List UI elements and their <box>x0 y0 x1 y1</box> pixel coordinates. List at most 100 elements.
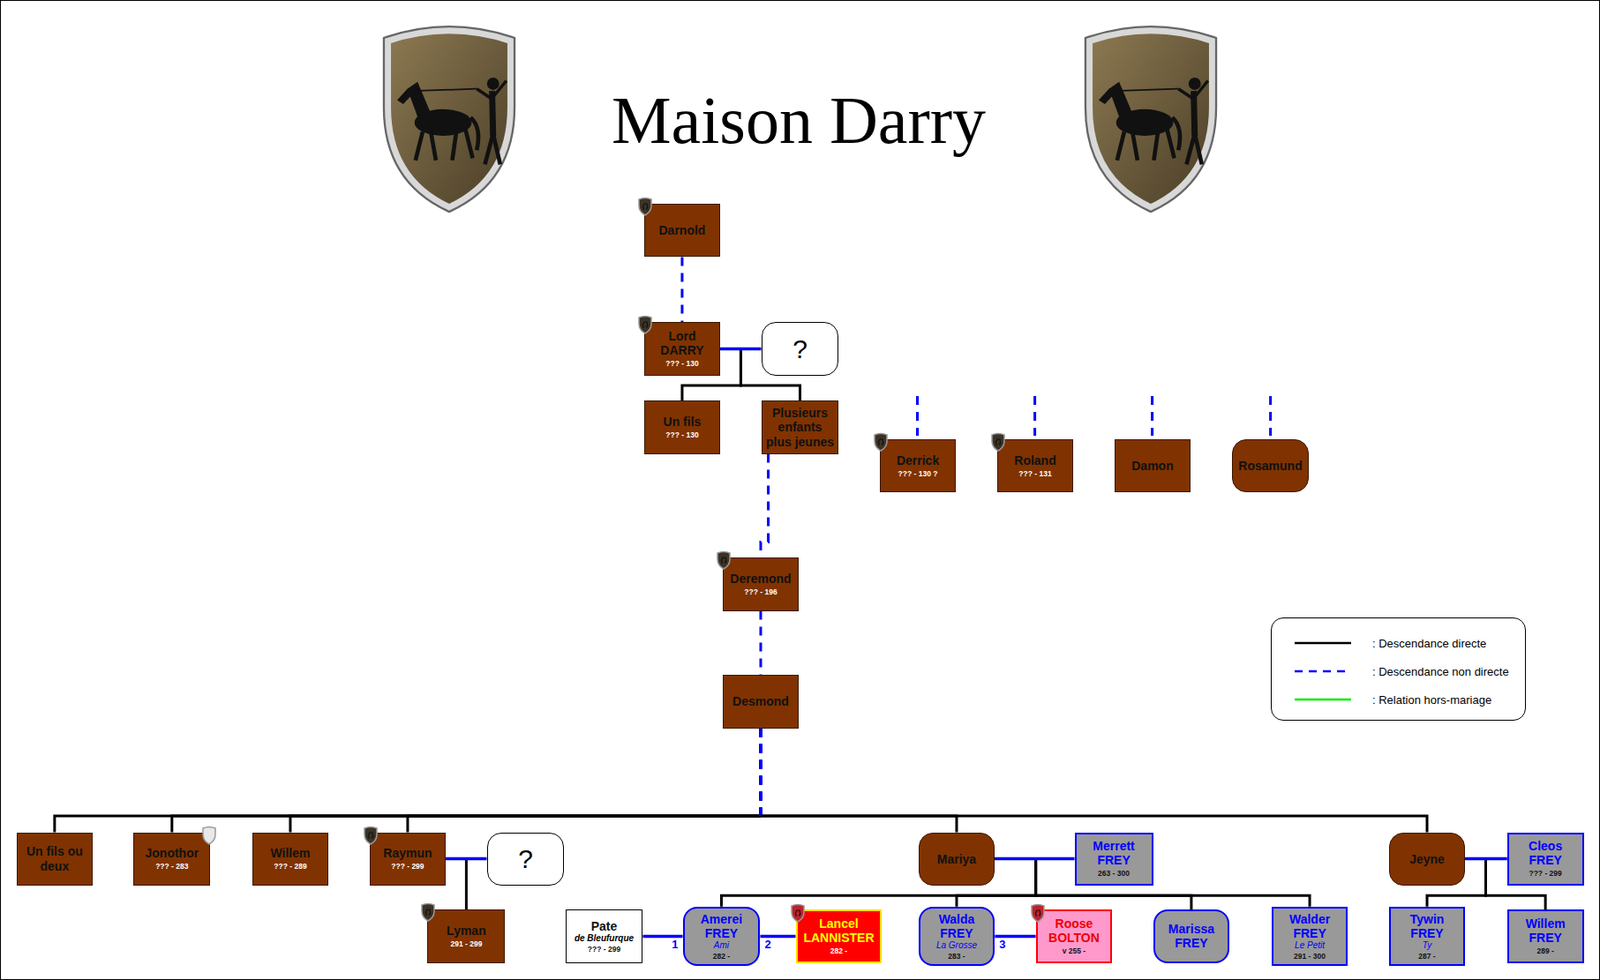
date-range: ??? - 299 <box>374 863 443 872</box>
legend-sample <box>1294 695 1352 705</box>
person-name: Roose BOLTON <box>1041 916 1108 946</box>
person-name: Plusieurs enfants plus jeunes <box>766 405 835 449</box>
marriage-number: 1 <box>669 938 680 952</box>
date-range: ??? - 130 <box>648 431 717 440</box>
rank-shield-icon <box>1029 903 1046 924</box>
date-range: ??? - 283 <box>137 863 206 872</box>
person-box: Lancel LANNISTER282 - <box>796 909 883 963</box>
person-name: Walder FREY <box>1276 912 1344 941</box>
person-name: Derrick <box>884 453 953 468</box>
date-range: 289 - <box>1512 947 1579 956</box>
person-box: Tywin FREYTy287 - <box>1389 907 1466 968</box>
rank-shield-icon <box>637 315 654 335</box>
legend-box: : Descendance directe : Descendance non d… <box>1270 617 1526 722</box>
date-range: ??? - 299 <box>1512 870 1579 879</box>
person-name: Amerei FREY <box>688 912 756 941</box>
rank-shield-icon <box>715 550 732 571</box>
person-box: Damon <box>1114 439 1192 493</box>
date-range: 282 - <box>688 953 756 962</box>
date-range: 291 - 299 <box>431 940 501 949</box>
person-name: Mariya <box>923 852 992 867</box>
date-range: ??? - 289 <box>256 863 325 872</box>
rank-shield-icon <box>789 903 806 924</box>
legend-row: : Descendance non directe <box>1271 657 1525 686</box>
person-name: Lancel LANNISTER <box>801 916 878 946</box>
legend-text: : Relation hors-mariage <box>1372 693 1492 707</box>
marriage-line <box>1464 858 1507 860</box>
person-box: Roose BOLTONv 255 - <box>1036 909 1113 963</box>
house-shield <box>1089 30 1213 208</box>
date-range: ??? - 196 <box>727 588 796 597</box>
descent-line <box>759 611 761 677</box>
person-name: Willem <box>256 846 325 861</box>
person-name: Deremond <box>727 571 796 586</box>
person-box: Lord DARRY??? - 130 <box>644 322 722 376</box>
person-name: Un fils <box>648 414 717 429</box>
person-box: Plusieurs enfants plus jeunes <box>761 400 840 454</box>
person-box: Mariya <box>918 833 996 887</box>
legend-text: : Descendance directe <box>1372 637 1487 651</box>
person-box: Deremond ??? - 196 <box>722 557 800 611</box>
descent-line <box>290 728 761 834</box>
marriage-line <box>642 936 683 938</box>
date-range: ??? - 131 <box>1001 470 1070 479</box>
person-box: Derrick??? - 130 ? <box>879 439 957 493</box>
person-name: Lord DARRY <box>648 329 717 358</box>
person-name: Merrett FREY <box>1080 839 1149 868</box>
person-box: Willem FREY289 - <box>1507 909 1585 963</box>
nickname: Le Petit <box>1276 940 1344 951</box>
unknown-descent-stub <box>917 396 1271 436</box>
person-box: Un fils ou deux <box>16 833 94 887</box>
date-range: 282 - <box>801 947 878 956</box>
descent-line <box>172 728 761 834</box>
person-box: Cleos FREY??? - 299 <box>1507 833 1585 887</box>
rank-shield-icon <box>990 432 1007 452</box>
person-name: Lyman <box>431 923 501 939</box>
person-box: Un fils ??? - 130 <box>644 400 722 454</box>
date-range: 263 - 300 <box>1080 870 1149 879</box>
descent-line <box>681 256 683 323</box>
nickname: Ami <box>688 940 756 951</box>
person-name: Damon <box>1119 458 1187 474</box>
marriage-line <box>759 936 796 938</box>
person-box: Marissa FREY <box>1153 909 1231 963</box>
nickname: Ty <box>1394 940 1461 951</box>
house-shield <box>388 30 511 208</box>
person-box: Amerei FREYAmi 282 - <box>683 907 761 968</box>
unknown-mark: ? <box>491 844 561 874</box>
person-box: Walda FREYLa Grosse 283 - <box>918 907 996 968</box>
person-box: Roland??? - 131 <box>997 439 1075 493</box>
rank-shield-icon <box>637 196 654 217</box>
nickname: La Grosse <box>923 940 991 951</box>
title: Maison Darry <box>445 86 1152 154</box>
date-range: ??? - 299 <box>570 946 639 954</box>
marriage-line <box>994 936 1036 938</box>
legend-row: : Relation hors-mariage <box>1271 685 1525 714</box>
descent-line <box>445 859 466 911</box>
date-range: 283 - <box>923 953 991 962</box>
person-name: Darnold <box>648 223 717 238</box>
legend-row: : Descendance directe <box>1271 629 1525 658</box>
person-name: Desmond <box>727 694 796 709</box>
person-box: Patede Bleufurque??? - 299 <box>565 909 644 963</box>
person-name: Jonothor <box>137 846 206 861</box>
legend-sample <box>1294 667 1352 677</box>
person-box: Darnold <box>644 203 722 257</box>
person-name: Walda FREY <box>923 912 991 941</box>
person-name: Pate <box>570 919 639 934</box>
person-name: Rosamund <box>1236 458 1306 474</box>
person-box: Walder FREYLe Petit291 - 300 <box>1271 907 1349 968</box>
person-box: Desmond <box>722 675 800 729</box>
person-box: Raymun ??? - 299 <box>369 833 447 887</box>
person-name: Jeyne <box>1393 852 1462 867</box>
legend-text: : Descendance non directe <box>1372 665 1510 679</box>
person-box: Jeyne <box>1389 833 1466 887</box>
person-name: Raymun <box>374 846 443 861</box>
person-name: Un fils ou deux <box>21 844 90 873</box>
unknown-mark: ? <box>766 334 835 364</box>
person-name: Willem FREY <box>1512 916 1579 946</box>
person-box: Willem ??? - 289 <box>252 833 330 887</box>
legend-sample <box>1294 638 1352 648</box>
unknown-spouse-box: ? <box>487 833 565 887</box>
descent-line <box>54 728 761 834</box>
